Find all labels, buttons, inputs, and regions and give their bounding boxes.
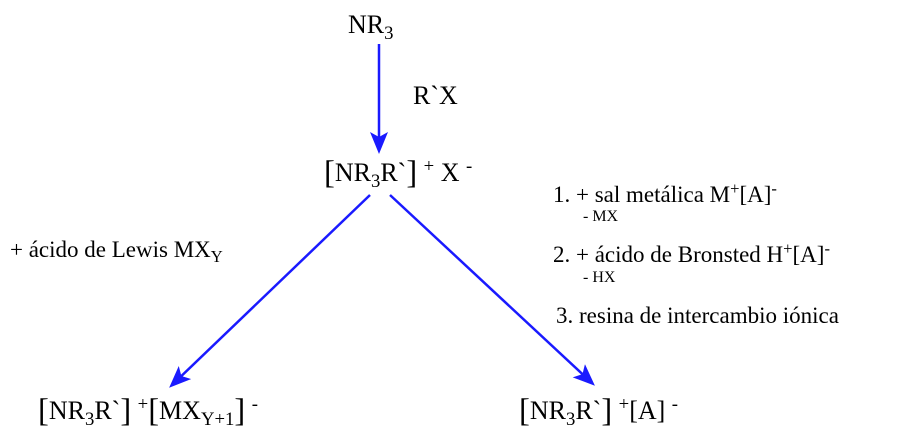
byproduct-step-1: - MX [583,208,619,225]
bracket-close: ] [406,154,418,191]
cation-part-b: R` [94,396,121,425]
step-2-text: 2. + ácido de Bronsted H [553,242,784,267]
cation-charge: + [423,156,435,178]
halide-anion: X [440,158,460,187]
step-1-anion: [A] [739,182,772,207]
step-2-charge: + [783,239,793,259]
cation-subscript: 3 [565,408,576,430]
anion-charge: - [251,394,258,416]
product-exchanged-salt: [NR3R`] +[A] - [519,392,679,429]
anion-bracket-open: [ [148,392,160,429]
cation-subscript: 3 [370,170,381,192]
byproduct-step-2: - HX [583,269,616,286]
amine-subscript: 3 [384,22,394,44]
anion-charge: - [465,156,473,178]
anion-charge: - [671,394,679,416]
condition-step-2: 2. + ácido de Bronsted H+[A]- [553,240,830,267]
starting-amine: NR3 [348,10,393,43]
step-1-charge: + [730,179,740,199]
bracket-close: ] [120,392,132,429]
bracket-open: [ [38,392,49,429]
arrow-anion-exchange [389,194,595,386]
lewis-acid-text: + ácido de Lewis MX [10,237,211,262]
cation-part-a: NR [48,396,85,425]
intermediate-salt: [NR3R`] + X - [324,154,473,191]
complex-anion-subscript: Y+1 [200,408,235,430]
cation-part-a: NR [529,396,566,425]
step-1-text: 1. + sal metálica M [553,182,731,207]
cation-part-b: R` [575,396,602,425]
cation-subscript: 3 [84,408,95,430]
cation-part-a: NR [334,158,371,187]
lewis-acid-reagent: + ácido de Lewis MXY [10,237,223,265]
product-lewis-salt: [NR3R`] +[MXY+1] - [38,392,258,429]
cation-charge: + [137,394,149,416]
anion-bracket-close: ] [234,392,246,429]
step-1-anion-charge: - [771,179,777,199]
arrow-lewis-acid [169,194,371,388]
step-2-anion-charge: - [824,239,830,259]
bracket-open: [ [324,154,335,191]
complex-anion: MX [159,396,201,425]
bracket-close: ] [601,392,613,429]
cation-part-b: R` [380,158,407,187]
alkyl-halide-reagent: R`X [413,81,458,110]
lewis-acid-subscript: Y [210,247,223,267]
step-2-anion: [A] [792,242,825,267]
bracket-open: [ [519,392,530,429]
cation-charge: + [618,394,630,416]
condition-step-1: 1. + sal metálica M+[A]- [553,180,777,207]
exchanged-anion: [A] [629,396,666,425]
amine-formula: NR [348,10,385,39]
condition-step-3: 3. resina de intercambio iónica [556,303,839,328]
